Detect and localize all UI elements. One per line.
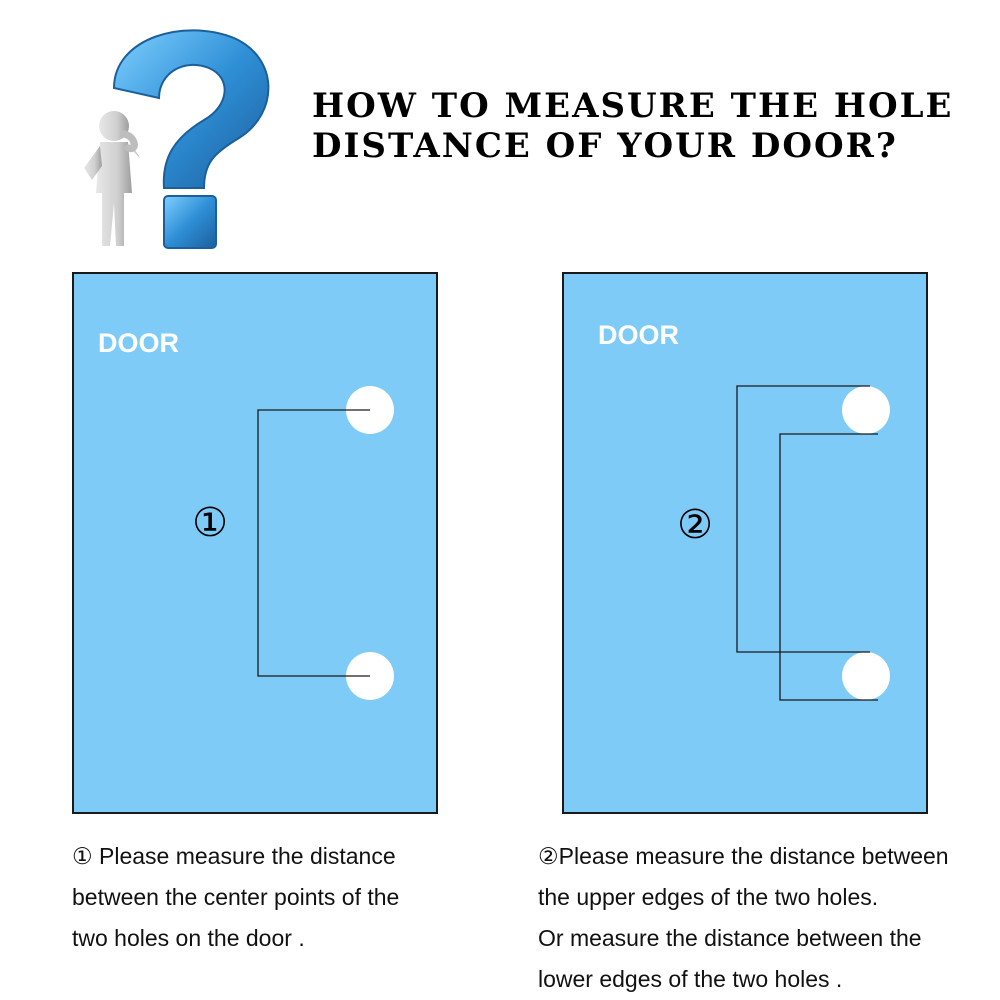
caption-2-line: lower edges of the two holes .: [538, 966, 843, 992]
title-line-1: HOW TO MEASURE THE HOLE: [312, 86, 954, 126]
door-1-panel: [72, 272, 438, 814]
caption-2-line: the upper edges of the two holes.: [538, 884, 879, 910]
page-title: HOW TO MEASURE THE HOLE DISTANCE OF YOUR…: [312, 86, 972, 166]
door-1-diagram: DOOR ①: [72, 272, 438, 814]
caption-1-line: two holes on the door .: [72, 925, 305, 951]
title-line-2: DISTANCE OF YOUR DOOR?: [312, 126, 898, 166]
caption-2-line: Or measure the distance between the: [538, 925, 922, 951]
door-2-lower-edge-bracket: [779, 433, 878, 701]
door-2-label: DOOR: [598, 320, 679, 350]
caption-2-line: ②Please measure the distance between: [538, 843, 949, 869]
caption-1: ① Please measure the distance between th…: [72, 836, 399, 959]
door-2-panel: [562, 272, 928, 814]
caption-1-line: between the center points of the: [72, 884, 400, 910]
door-1-number: ①: [192, 500, 228, 546]
door-1-label: DOOR: [98, 328, 179, 358]
door-1-center-bracket: [257, 409, 370, 677]
door-2-lower-hole: [842, 652, 890, 700]
caption-1-line: ① Please measure the distance: [72, 843, 396, 869]
door-2-diagram: DOOR ②: [562, 272, 928, 814]
door-2-upper-edge-bracket: [736, 385, 870, 653]
caption-2: ②Please measure the distance between the…: [538, 836, 949, 1000]
door-2-number: ②: [677, 502, 713, 548]
question-mark-thinking-figure-icon: [84, 29, 270, 249]
door-2-upper-hole: [842, 386, 890, 434]
